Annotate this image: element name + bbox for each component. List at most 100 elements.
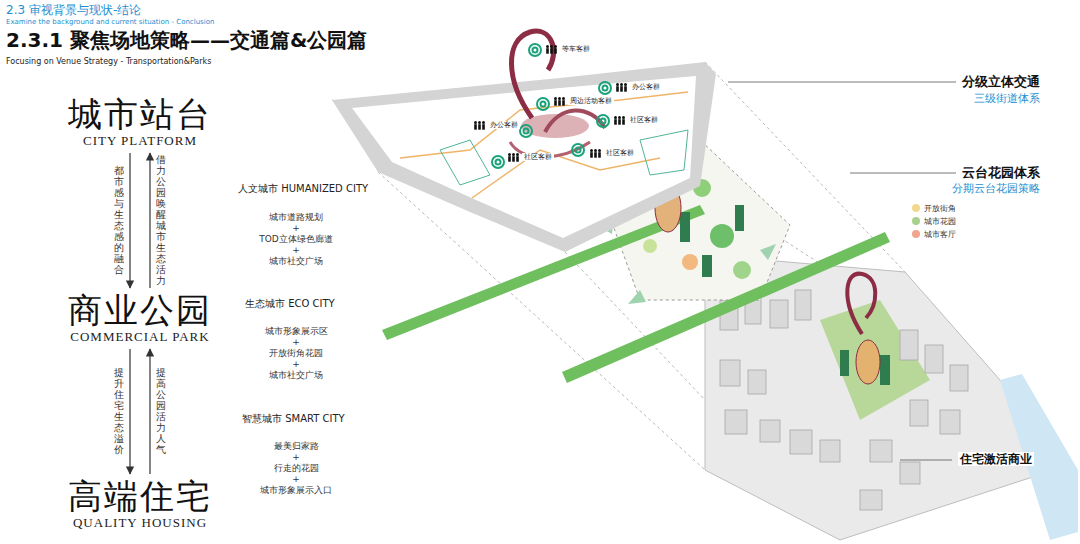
people-icon: [616, 83, 627, 92]
strategy-item: 最美归家路: [274, 441, 319, 452]
park-layer: [735, 205, 744, 231]
plus-sign: +: [292, 337, 300, 348]
strategy-heading: 人文城市 HUMANIZED CITY: [238, 183, 368, 195]
legend-row: 开放街角: [912, 198, 956, 211]
crowd-marker: [524, 129, 529, 134]
people-icon: [554, 97, 565, 106]
layer-title: 云台花园体系: [962, 165, 1040, 181]
edge-label: 提升住宅生态溢价: [114, 367, 124, 455]
residential-layer: [748, 370, 766, 394]
concept-title: 商业公园: [68, 292, 212, 329]
crowd-marker: [492, 156, 504, 168]
crowd-label: 社区客群: [604, 149, 636, 157]
concept-block: 商业公园COMMERCIAL PARK: [64, 292, 216, 345]
transport-layer: [511, 31, 553, 118]
strategy-heading: 生态城市 ECO CITY: [245, 298, 335, 310]
residential-layer: [820, 440, 840, 462]
people-icon: [614, 116, 625, 125]
section-heading: 2.3 审视背景与现状-结论: [6, 3, 141, 17]
concept-block: 高端住宅QUALITY HOUSING: [64, 478, 216, 531]
crowd-marker: [597, 115, 609, 127]
residential-layer: [880, 355, 890, 385]
crowd-marker: [601, 119, 606, 124]
crowd-marker: [541, 102, 546, 107]
transport-layer: [472, 150, 660, 198]
flow-arrow: [129, 349, 130, 474]
page-title: 2.3.1 聚焦场地策略——交通篇&公园篇: [6, 28, 367, 52]
park-layer: [643, 239, 657, 253]
leader-line: [900, 460, 952, 461]
people-icon: [474, 45, 627, 162]
strategy-item: 城市社交广场: [269, 370, 323, 381]
park-layer: [562, 232, 890, 383]
plus-sign: +: [292, 474, 300, 485]
edge-label: 都市感与生态感的融合: [114, 165, 124, 275]
leader-line: [728, 82, 956, 83]
crowd-marker: [603, 86, 608, 91]
layer-title: 住宅激活商业: [958, 452, 1034, 466]
transport-layer: [545, 110, 605, 132]
residential-layer: [860, 490, 882, 510]
crowd-label: 办公客群: [630, 83, 662, 91]
crowd-marker: [496, 160, 501, 165]
crowd-label: 社区客群: [628, 116, 660, 124]
residential-layer: [847, 274, 875, 334]
crowd-marker: [576, 148, 581, 153]
layer-subtitle: 分期云台花园策略: [952, 182, 1040, 195]
residential-layer: [950, 365, 968, 391]
residential-layer: [900, 330, 918, 360]
plus-sign: +: [292, 452, 300, 463]
strategy-item: 城市形象展示区: [265, 326, 328, 337]
crowd-marker: [529, 44, 541, 56]
transport-layer: [640, 130, 688, 175]
strategy-item: 行走的花园: [274, 463, 319, 474]
plus-sign: +: [292, 245, 300, 256]
section-subheading: Examine the background and current situa…: [6, 18, 214, 26]
legend-swatch: [912, 230, 920, 238]
residential-layer: [770, 300, 788, 328]
park-layer: [760, 244, 776, 260]
concept-subtitle: CITY PLATFORM: [68, 133, 212, 149]
legend-text: 城市花园: [924, 217, 956, 226]
residential-layer: [795, 290, 811, 320]
plus-sign: +: [292, 223, 300, 234]
people-icon: [474, 121, 485, 130]
crowd-label: 社区客群: [522, 153, 554, 161]
residential-layer: [856, 340, 880, 384]
strategy-item: TOD立体绿色廊道: [259, 234, 333, 245]
people-icon: [590, 149, 601, 158]
crowd-marker: [572, 144, 584, 156]
crowd-marker: [520, 125, 532, 137]
flow-arrow: [129, 153, 130, 288]
concept-subtitle: COMMERCIAL PARK: [68, 329, 212, 345]
park-layer: [710, 224, 734, 248]
park-layer: [702, 255, 712, 277]
park-layer: [733, 261, 751, 279]
transport-layer: [400, 92, 688, 158]
transport-layer: [440, 140, 490, 185]
residential-layer: [910, 400, 928, 426]
edge-label: 提高公园活力人气: [156, 367, 166, 455]
transport-layer: [332, 31, 716, 252]
edge-label: 借力公园唤醒城市生态活力: [156, 154, 166, 286]
crowd-label: 办公客群: [488, 121, 520, 129]
legend-swatch: [912, 217, 920, 225]
legend-text: 开放街角: [924, 204, 956, 213]
residential-layer: [790, 430, 812, 454]
title-translation: Focusing on Venue Strategy - Transportat…: [6, 57, 211, 67]
legend-text: 城市客厅: [924, 230, 956, 239]
flow-arrow: [149, 349, 150, 474]
strategy-item: 城市形象展示入口: [260, 485, 332, 496]
residential-layer: [925, 345, 943, 373]
strategy-item: 城市社交广场: [269, 256, 323, 267]
concept-block: 城市站台CITY PLATFORM: [64, 96, 216, 149]
leader-line: [728, 82, 956, 460]
crowd-marker: [533, 48, 538, 53]
strategy-item: 开放街角花园: [269, 348, 323, 359]
legend-row: 城市花园: [912, 211, 956, 224]
leader-line: [850, 173, 956, 174]
people-icon: [508, 153, 519, 162]
residential-layer: [720, 290, 968, 510]
crowd-label: 周边活动客群: [568, 97, 614, 105]
residential-layer: [870, 440, 892, 462]
